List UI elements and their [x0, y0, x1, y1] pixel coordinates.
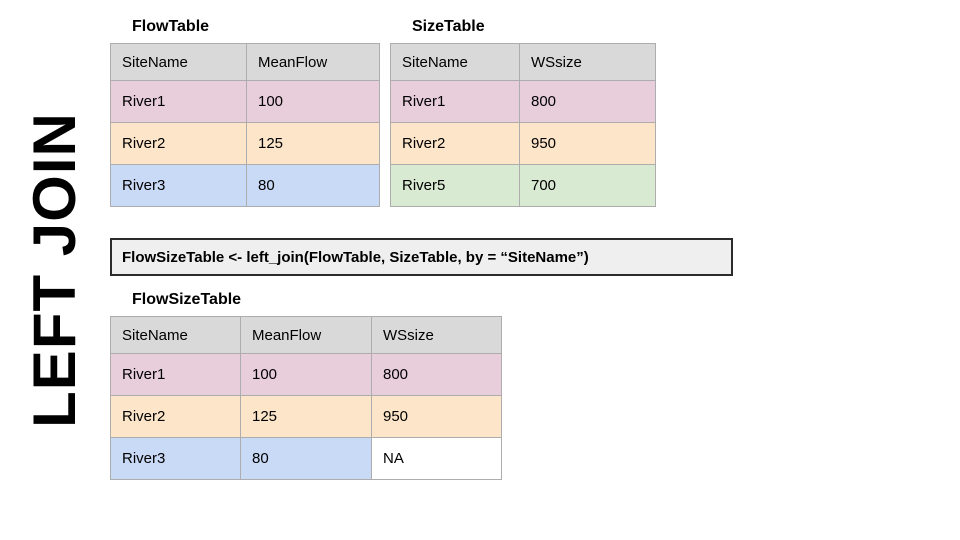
- flow-table-block: FlowTable SiteName MeanFlow River1 100 R…: [110, 18, 380, 207]
- cell-meanflow: 80: [246, 164, 380, 207]
- cell-sitename: River2: [110, 395, 241, 438]
- column-header-meanflow: MeanFlow: [246, 43, 380, 81]
- join-formula-text: FlowSizeTable <- left_join(FlowTable, Si…: [122, 248, 589, 266]
- size-table-title: SizeTable: [412, 18, 485, 35]
- cell-sitename: River5: [390, 164, 520, 207]
- table-row: River2 950: [390, 122, 656, 165]
- table-header-row: SiteName MeanFlow WSsize: [110, 316, 502, 354]
- flow-size-table: SiteName MeanFlow WSsize River1 100 800 …: [110, 316, 502, 480]
- result-table-title: FlowSizeTable: [132, 291, 242, 308]
- column-header-meanflow: MeanFlow: [240, 316, 372, 354]
- cell-meanflow: 80: [240, 437, 372, 480]
- flow-table-title: FlowTable: [132, 18, 210, 35]
- cell-sitename: River3: [110, 437, 241, 480]
- table-header-row: SiteName WSsize: [390, 43, 656, 81]
- column-header-sitename: SiteName: [390, 43, 520, 81]
- cell-meanflow: 100: [240, 353, 372, 396]
- left-join-label-text: LEFT JOIN: [21, 112, 88, 428]
- cell-meanflow: 125: [246, 122, 380, 165]
- cell-sitename: River2: [110, 122, 247, 165]
- table-row: River1 100: [110, 80, 380, 123]
- table-row: River2 125: [110, 122, 380, 165]
- cell-sitename: River1: [390, 80, 520, 123]
- table-row: River5 700: [390, 164, 656, 207]
- cell-sitename: River3: [110, 164, 247, 207]
- cell-wssize: 950: [371, 395, 502, 438]
- cell-wssize: 950: [519, 122, 656, 165]
- cell-meanflow: 100: [246, 80, 380, 123]
- cell-wssize: 700: [519, 164, 656, 207]
- column-header-wssize: WSsize: [371, 316, 502, 354]
- size-table-block: SizeTable SiteName WSsize River1 800 Riv…: [390, 18, 656, 207]
- cell-sitename: River1: [110, 80, 247, 123]
- table-row: River2 125 950: [110, 395, 502, 438]
- table-row: River3 80: [110, 164, 380, 207]
- cell-sitename: River2: [390, 122, 520, 165]
- cell-wssize: 800: [371, 353, 502, 396]
- table-header-row: SiteName MeanFlow: [110, 43, 380, 81]
- cell-wssize: 800: [519, 80, 656, 123]
- size-table: SiteName WSsize River1 800 River2 950 Ri…: [390, 43, 656, 207]
- column-header-wssize: WSsize: [519, 43, 656, 81]
- column-header-sitename: SiteName: [110, 43, 247, 81]
- table-row: River1 800: [390, 80, 656, 123]
- cell-wssize-na: NA: [371, 437, 502, 480]
- join-formula-box: FlowSizeTable <- left_join(FlowTable, Si…: [110, 238, 733, 276]
- result-table-block: FlowSizeTable SiteName MeanFlow WSsize R…: [110, 291, 502, 480]
- column-header-sitename: SiteName: [110, 316, 241, 354]
- flow-table: SiteName MeanFlow River1 100 River2 125 …: [110, 43, 380, 207]
- cell-sitename: River1: [110, 353, 241, 396]
- table-row: River3 80 NA: [110, 437, 502, 480]
- cell-meanflow: 125: [240, 395, 372, 438]
- table-row: River1 100 800: [110, 353, 502, 396]
- left-join-side-label: LEFT JOIN: [0, 0, 110, 540]
